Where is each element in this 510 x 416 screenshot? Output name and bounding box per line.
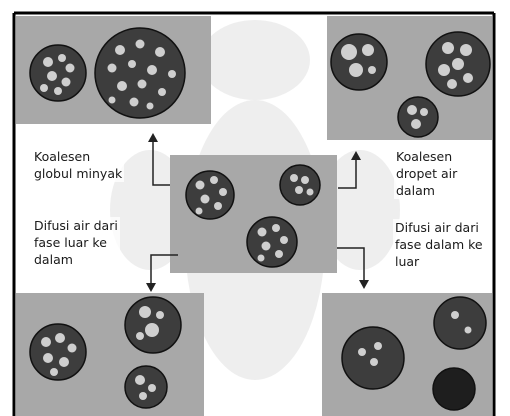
droplet-center-a (186, 171, 234, 219)
droplet-bottom-right-a (342, 327, 404, 389)
label-inner-water-droplet-coalescence: Koalesen dropet air dalam (394, 148, 459, 199)
label-water-diffusion-outer-to-inner: Difusi air dari fase luar ke dalam (32, 217, 120, 268)
droplet-bottom-right-c (433, 368, 475, 410)
label-oil-globule-coalescence: Koalesen globul minyak (32, 148, 124, 182)
label-water-diffusion-inner-to-outer: Difusi air dari fase dalam ke luar (393, 219, 485, 270)
droplet-top-right-c (398, 97, 438, 137)
droplet-bottom-left-c (125, 366, 167, 408)
droplet-bottom-right-b (434, 297, 486, 349)
droplet-center-c (247, 217, 297, 267)
droplet-top-right-a (331, 34, 387, 90)
droplet-center-b (280, 165, 320, 205)
droplet-bottom-left-a (30, 324, 86, 380)
